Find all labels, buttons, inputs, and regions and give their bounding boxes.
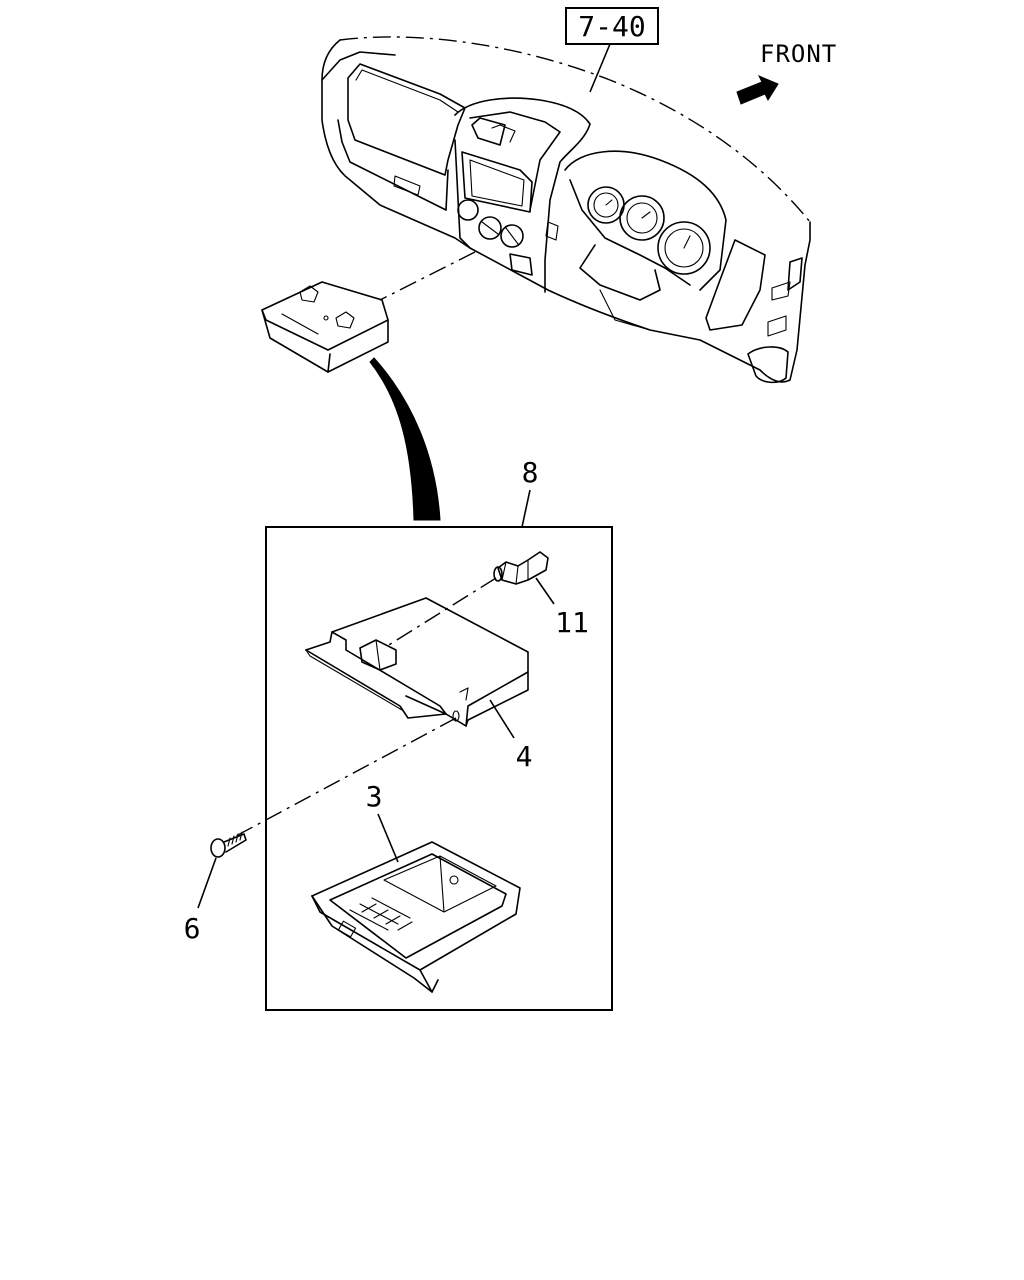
- callout-11[interactable]: 11: [535, 577, 589, 639]
- callout-3-label: 3: [366, 780, 383, 813]
- instrument-panel: [321, 36, 811, 384]
- callout-6-label: 6: [184, 912, 201, 945]
- callout-11-label: 11: [555, 606, 589, 639]
- callout-3[interactable]: 3: [366, 780, 399, 863]
- detail-arrow-icon: [369, 357, 441, 521]
- reference-label: 7-40: [578, 10, 645, 43]
- part-3-ashtray-drawer: [311, 841, 521, 993]
- front-arrow-icon: [736, 75, 779, 105]
- callout-4-label: 4: [516, 740, 533, 773]
- part-4-housing: [305, 597, 529, 727]
- detail-view-frame: [265, 526, 613, 1011]
- callout-8-label: 8: [522, 456, 539, 489]
- front-label: FRONT: [760, 40, 837, 68]
- callout-6[interactable]: 6: [184, 857, 217, 945]
- callout-8[interactable]: 8: [521, 456, 539, 528]
- part-6-screw: [210, 831, 247, 858]
- front-indicator: FRONT: [736, 40, 837, 105]
- reference-callout-7-40[interactable]: 7-40: [565, 7, 659, 93]
- ashtray-assembly-located: [261, 281, 389, 373]
- callout-4[interactable]: 4: [489, 699, 533, 773]
- part-11-bulb-socket: [493, 551, 549, 585]
